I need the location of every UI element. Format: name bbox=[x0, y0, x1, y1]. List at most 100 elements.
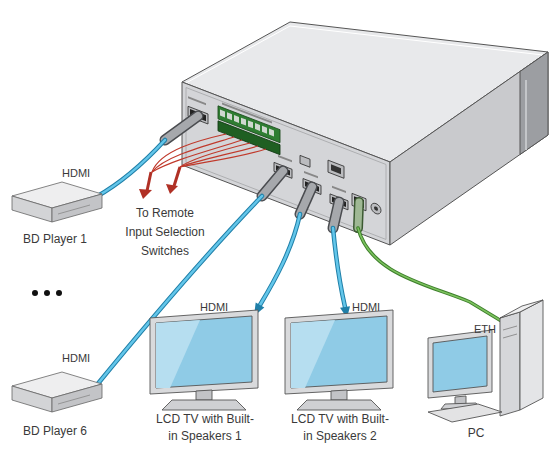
rear-panel-part bbox=[234, 115, 239, 123]
hdmi-plugs-part bbox=[165, 116, 198, 140]
lcd-tv-2 bbox=[285, 310, 393, 410]
switcher-unit-part bbox=[186, 26, 543, 83]
hdmi-cables-part bbox=[96, 140, 165, 197]
callout-note: To Remote Input Selection Switches bbox=[122, 204, 208, 261]
switcher-unit-part bbox=[525, 80, 527, 150]
hdmi-plugs-part bbox=[333, 202, 339, 228]
rear-panel-part bbox=[278, 155, 292, 162]
remote-arrows-part bbox=[139, 189, 152, 199]
pc-computer-part bbox=[500, 300, 543, 318]
ellipsis-dots-part bbox=[56, 290, 62, 296]
ellipsis-dots-part bbox=[32, 290, 38, 296]
remote-wires-part bbox=[180, 149, 266, 167]
hdmi-cables-part bbox=[96, 140, 165, 197]
lcd-tv-1-part bbox=[156, 316, 252, 388]
bd-player-1-part bbox=[52, 194, 102, 222]
lcd-tv-2-part bbox=[291, 320, 335, 388]
hdmi-cables-part bbox=[260, 214, 300, 305]
lcd-tv-1-part bbox=[156, 320, 200, 388]
bd-player-1-part bbox=[58, 205, 90, 214]
bd-player-6-part bbox=[12, 386, 52, 412]
pc-computer-part bbox=[503, 334, 517, 338]
signal-label: HDMI bbox=[200, 300, 228, 314]
device-caption: BD Player 1 bbox=[5, 231, 105, 248]
device-caption-box: BD Player 1 bbox=[5, 180, 105, 248]
ellipsis-dots-part bbox=[44, 290, 50, 296]
pc-computer-part bbox=[503, 326, 517, 330]
rear-panel-part bbox=[218, 121, 280, 155]
rear-panel-part bbox=[331, 164, 341, 174]
bd-player-6-part bbox=[52, 384, 102, 412]
rear-panel-part bbox=[371, 202, 381, 216]
signal-label: HDMI bbox=[62, 166, 90, 180]
lcd-tv-1-part bbox=[150, 310, 258, 394]
lcd-tv-1 bbox=[150, 310, 258, 410]
rear-panel bbox=[186, 88, 386, 240]
switcher-unit-part bbox=[390, 52, 548, 245]
rear-panel-part bbox=[188, 96, 206, 105]
rear-panel-part bbox=[328, 160, 344, 178]
pc-computer-part bbox=[433, 336, 487, 392]
hdmi-plugs-part bbox=[262, 171, 283, 196]
rear-panel-part bbox=[269, 128, 274, 136]
rear-panel-part bbox=[304, 171, 318, 178]
lcd-tv-2-part bbox=[285, 310, 393, 394]
rear-panel-part bbox=[300, 155, 310, 167]
rear-panel-part bbox=[248, 120, 253, 128]
remote-wires-part bbox=[180, 146, 258, 167]
rear-panel-part bbox=[220, 110, 225, 118]
lcd-tv-2-part bbox=[331, 390, 347, 400]
display-caption-box: LCD TV with Built-in Speakers 2 bbox=[280, 300, 400, 445]
switcher-unit bbox=[182, 22, 548, 245]
bd-player-1 bbox=[12, 182, 102, 222]
lcd-tv-1-part bbox=[196, 390, 212, 400]
device-caption-box: BD Player 6 bbox=[5, 372, 105, 440]
hdmi-plugs-part bbox=[300, 187, 312, 214]
device-caption: PC bbox=[426, 425, 526, 442]
hdmi-plugs-part bbox=[262, 171, 283, 196]
rear-panel-part bbox=[262, 126, 267, 134]
hdmi-cables-part bbox=[333, 228, 345, 307]
signal-label: HDMI bbox=[352, 300, 380, 314]
remote-arrows-part bbox=[166, 184, 178, 194]
rear-panel-part bbox=[227, 112, 232, 120]
bd-player-1-part bbox=[12, 196, 52, 222]
display-caption-box: LCD TV with Built-in Speakers 1 bbox=[145, 300, 265, 445]
pc-computer bbox=[428, 300, 543, 422]
hdmi-cables-part bbox=[260, 214, 300, 305]
device-caption: BD Player 6 bbox=[5, 423, 105, 440]
lcd-tv-2-part bbox=[297, 400, 381, 410]
hdmi-plugs bbox=[165, 116, 359, 228]
signal-label: HDMI bbox=[62, 351, 90, 365]
hdmi-plugs-part bbox=[165, 116, 198, 140]
device-caption: LCD TV with Built-in Speakers 1 bbox=[153, 411, 257, 445]
remote-arrows-part bbox=[174, 167, 180, 186]
hdmi-plugs-part bbox=[333, 202, 339, 228]
pc-computer-part bbox=[428, 330, 492, 398]
switcher-unit-part bbox=[182, 82, 390, 245]
computer-caption-box: PC bbox=[420, 300, 532, 442]
hdmi-plugs-part bbox=[300, 187, 312, 214]
rear-panel-part bbox=[332, 186, 346, 193]
switcher-unit-part bbox=[520, 52, 548, 155]
signal-label: ETH bbox=[474, 322, 496, 336]
rear-panel-part bbox=[186, 88, 386, 240]
pc-computer-part bbox=[520, 300, 543, 410]
hdmi-plugs-part bbox=[358, 202, 359, 228]
pc-computer-part bbox=[428, 404, 502, 422]
hdmi-plugs-part bbox=[358, 202, 359, 228]
bd-player-6-part bbox=[58, 395, 90, 404]
remote-arrows-part bbox=[147, 172, 151, 191]
lcd-tv-2-part bbox=[291, 316, 387, 388]
rear-panel-part bbox=[241, 118, 246, 126]
lcd-tv-1-part bbox=[162, 400, 246, 410]
remote-arrows bbox=[139, 167, 180, 199]
device-caption: LCD TV with Built-in Speakers 2 bbox=[288, 411, 392, 445]
ellipsis-dots bbox=[32, 290, 62, 296]
rear-panel-part bbox=[374, 206, 378, 212]
hdmi-cables-part bbox=[333, 228, 345, 307]
pc-computer-part bbox=[455, 396, 466, 404]
